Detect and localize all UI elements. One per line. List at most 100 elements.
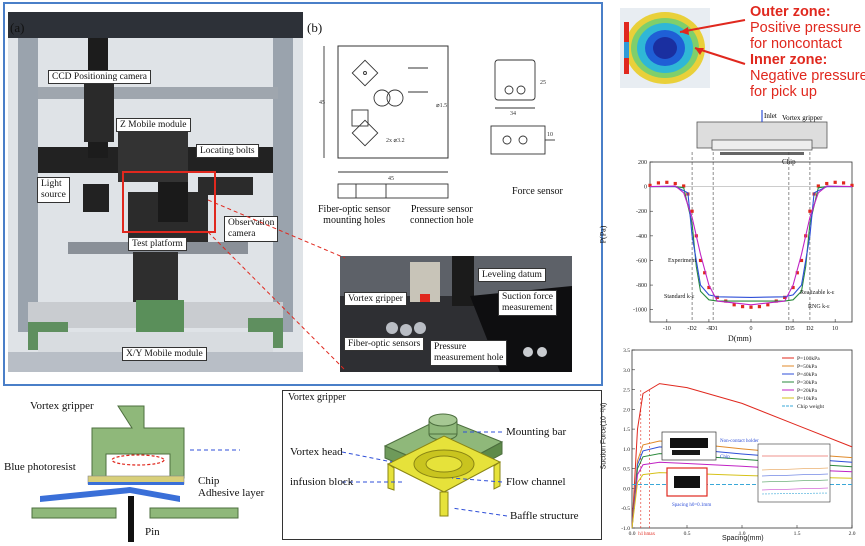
label-force-sensor: Force sensor bbox=[512, 186, 563, 197]
pickup-schematic bbox=[31, 405, 240, 542]
label-suction-measurement: Suction force measurement bbox=[498, 290, 557, 316]
svg-text:25: 25 bbox=[540, 80, 546, 86]
pchart-point-experiment bbox=[732, 303, 736, 307]
gripper-3d-frame bbox=[282, 390, 602, 540]
fchart-legend-label: Chip weight bbox=[797, 404, 825, 410]
pchart-xtick-label: 10 bbox=[832, 326, 838, 332]
pchart-annotation: RNG k-ε bbox=[808, 304, 830, 310]
pchart-series-line bbox=[650, 186, 852, 298]
inner-zone-title: Inner zone: bbox=[750, 52, 828, 68]
label-z-module: Z Mobile module bbox=[116, 118, 191, 132]
pchart-ytick-label: -200 bbox=[636, 209, 647, 215]
fchart-xtick-label: 2.0 bbox=[849, 531, 856, 537]
fchart-ytick-label: 0.5 bbox=[623, 467, 630, 473]
fchart-legend-label: P=20kPa bbox=[797, 388, 817, 394]
fchart-spacing-label: Spacing h0=0.1mm bbox=[672, 503, 711, 508]
label-light-source: Light source bbox=[37, 177, 70, 203]
pchart-point-experiment bbox=[850, 183, 854, 187]
fchart-marker-label: hmax bbox=[644, 532, 656, 537]
pchart-point-experiment bbox=[795, 271, 799, 275]
pchart-xtick-label: -5 bbox=[706, 326, 711, 332]
pressure-contour bbox=[620, 8, 710, 88]
fchart-xtick-label: 0.0 bbox=[629, 531, 636, 537]
label-bl-photoresist: Blue photoresist bbox=[4, 461, 76, 473]
fchart-chip-label: Chip bbox=[720, 455, 730, 460]
fchart-marker-label: h1 bbox=[638, 532, 644, 537]
label-br-mounting: Mounting bar bbox=[506, 426, 567, 438]
fchart-holder-label: Non-contact holder bbox=[720, 439, 759, 444]
pchart-point-experiment bbox=[791, 285, 795, 290]
fchart-ytick-label: 2.5 bbox=[623, 388, 630, 394]
label-leveling-datum: Leveling datum bbox=[478, 268, 546, 282]
pchart-inlet-label: Inlet bbox=[764, 112, 777, 120]
pchart-xtick-label: 0 bbox=[750, 326, 753, 332]
pchart-point-experiment bbox=[783, 295, 787, 299]
pchart-point-experiment bbox=[656, 181, 661, 185]
pchart-ytick-label: 200 bbox=[638, 160, 647, 166]
fchart-legend-label: P=40kPa bbox=[797, 372, 817, 378]
pchart-point-experiment bbox=[766, 303, 770, 307]
gripper-3d-leaders bbox=[341, 431, 508, 517]
pchart-ytick-label: 0 bbox=[644, 185, 647, 191]
fchart-xtick-label: 0.5 bbox=[684, 531, 691, 537]
fchart-ytick-label: 1.5 bbox=[623, 427, 630, 433]
fchart-legend-label: P=50kPa bbox=[797, 364, 817, 370]
pchart-point-experiment bbox=[698, 258, 703, 263]
pchart-ytick-label: -800 bbox=[636, 283, 647, 289]
label-br-infusion: infusion block bbox=[290, 476, 354, 488]
pchart-point-experiment bbox=[703, 271, 707, 275]
fchart-series-line bbox=[631, 383, 853, 529]
pchart-point-experiment bbox=[707, 285, 711, 290]
pchart-ytick-label: -1000 bbox=[633, 308, 647, 314]
fchart-legend-label: P=10kPa bbox=[797, 396, 817, 402]
force-sensor-drawing: 25 34 10 bbox=[490, 59, 555, 155]
fchart-xtick-label: 1.0 bbox=[739, 531, 746, 537]
pchart-ytick-label: -400 bbox=[636, 234, 647, 240]
outer-zone-title: Outer zone: bbox=[750, 4, 831, 20]
outer-zone-text: Positive pressure for noncontact bbox=[750, 20, 862, 52]
label-pressure-measurement: Pressure measurement hole bbox=[430, 340, 508, 366]
fchart-ytick-label: 0.0 bbox=[623, 486, 630, 492]
figure-panel-frame bbox=[3, 2, 603, 386]
panel-a-tag: (a) bbox=[10, 20, 25, 35]
pchart-ylabel: P(Pa) bbox=[598, 225, 608, 244]
label-fiber-holes: Fiber-optic sensor mounting holes bbox=[318, 204, 391, 226]
label-bl-vortex: Vortex gripper bbox=[30, 400, 94, 412]
pressure-chart: Inlet Vortex gripper Chip 2000-200-400-6… bbox=[633, 110, 854, 332]
pchart-point-experiment bbox=[715, 295, 719, 299]
pchart-point-experiment bbox=[841, 181, 846, 185]
pchart-point-experiment bbox=[690, 209, 694, 213]
sensor-plate-drawing: ⌀1.5 2x ⌀3.2 45 45 bbox=[319, 45, 449, 199]
gripper-3d-title: Vortex gripper bbox=[288, 392, 346, 403]
label-xy-module: X/Y Mobile module bbox=[122, 347, 207, 361]
pchart-series-line bbox=[649, 185, 853, 306]
svg-text:2x ⌀3.2: 2x ⌀3.2 bbox=[386, 138, 405, 144]
pchart-marker-label: D1 bbox=[785, 326, 792, 332]
inner-zone-text: Negative pressure for pick up bbox=[750, 68, 865, 100]
pchart-xtick-label: 5 bbox=[792, 326, 795, 332]
label-test-platform: Test platform bbox=[128, 237, 187, 251]
pchart-point-experiment bbox=[825, 181, 829, 186]
fchart-ytick-label: -1.0 bbox=[621, 526, 630, 532]
pchart-marker-label: -D2 bbox=[687, 326, 696, 332]
pchart-point-experiment bbox=[833, 180, 837, 184]
pchart-annotation: Experiment bbox=[668, 258, 696, 264]
fchart-xlabel: Spacing(mm) bbox=[722, 535, 764, 542]
label-bl-pin: Pin bbox=[145, 526, 160, 538]
label-br-baffle: Baffle structure bbox=[510, 510, 579, 522]
pchart-point-experiment bbox=[740, 305, 745, 309]
fchart-legend-label: P=100kPa bbox=[797, 356, 820, 362]
svg-text:10: 10 bbox=[547, 132, 553, 138]
label-pressure-hole: Pressure sensor connection hole bbox=[410, 204, 474, 226]
label-observation-camera: Observation camera bbox=[224, 216, 279, 242]
label-br-flow: Flow channel bbox=[506, 476, 566, 488]
fchart-ytick-label: 3.0 bbox=[623, 368, 630, 374]
label-ccd-camera: CCD Positioning camera bbox=[48, 70, 151, 84]
pchart-point-experiment bbox=[816, 184, 820, 188]
fchart-legend-label: P=30kPa bbox=[797, 380, 817, 386]
pchart-point-experiment bbox=[665, 180, 669, 184]
pchart-ytick-label: -600 bbox=[636, 258, 647, 264]
pchart-marker-label: -D1 bbox=[708, 326, 717, 332]
